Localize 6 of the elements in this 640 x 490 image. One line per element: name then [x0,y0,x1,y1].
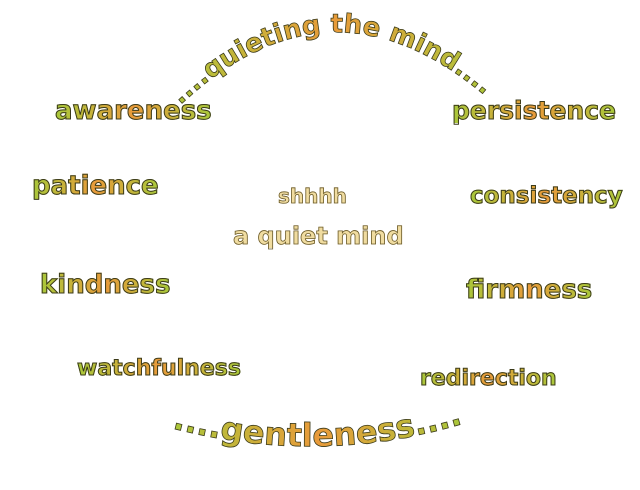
word-label: patience [32,173,159,199]
curved-text: ....gentleness.... [170,394,466,454]
center-text: shhhh [278,186,347,206]
word-label: persistence [452,98,616,123]
word-label: consistency [470,185,623,208]
center-text: a quiet mind [233,224,404,248]
